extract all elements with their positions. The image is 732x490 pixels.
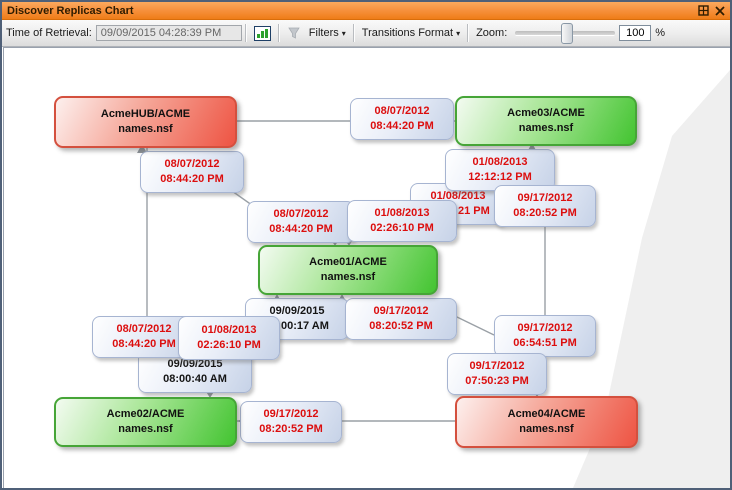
transition-timestamp: 08/07/2012 — [273, 208, 329, 220]
database-name: names.nsf — [118, 423, 173, 435]
database-name: names.nsf — [518, 122, 574, 134]
transition-timestamp: 02:26:10 PM — [197, 339, 261, 351]
transition-timestamp: 02:26:10 PM — [370, 222, 434, 234]
transition-timestamp: 08:44:20 PM — [370, 120, 434, 132]
transition-label[interactable]: 08/07/2012 08:44:20 PM — [350, 98, 454, 140]
background-swoosh — [573, 70, 730, 488]
filters-dropdown[interactable]: Filters ▾ — [305, 25, 350, 41]
chevron-down-icon: ▾ — [456, 28, 461, 38]
window-titlebar: Discover Replicas Chart — [2, 2, 730, 20]
transition-label[interactable]: 09/09/2015 08:00:17 AM — [245, 298, 349, 340]
transition-timestamp: 01/08/2013 — [374, 207, 430, 219]
transition-timestamp: 08:00:40 AM — [163, 373, 227, 385]
replica-node-Acme04[interactable]: Acme04/ACME names.nsf — [455, 396, 638, 448]
server-name: Acme04/ACME — [507, 408, 586, 420]
server-name: Acme02/ACME — [106, 408, 185, 420]
time-of-retrieval-label: Time of Retrieval: — [6, 27, 92, 39]
toolbar-divider — [352, 24, 355, 42]
transition-timestamp: 08/07/2012 — [374, 105, 430, 117]
transition-label[interactable]: 09/17/2012 07:50:23 PM — [447, 353, 547, 395]
transition-timestamp: 01/08/2013 — [201, 324, 257, 336]
filters-label: Filters — [308, 27, 339, 39]
transition-timestamp: 01/08/2013 — [472, 156, 528, 168]
filter-funnel-icon[interactable] — [283, 24, 305, 42]
database-name: names.nsf — [519, 423, 574, 435]
zoom-slider-thumb[interactable] — [561, 22, 574, 44]
replica-chart-canvas[interactable]: 08/07/2012 08:44:20 PM 08/07/2012 08:44:20 … — [3, 47, 730, 488]
window-title: Discover Replicas Chart — [7, 4, 134, 17]
transition-timestamp: 08:44:20 PM — [112, 338, 176, 350]
chart-icon[interactable] — [250, 24, 275, 43]
close-icon[interactable] — [713, 4, 727, 17]
replica-node-Acme02[interactable]: Acme02/ACME names.nsf — [54, 397, 237, 447]
transition-timestamp: 08:20:52 PM — [259, 423, 323, 435]
transition-label[interactable]: 09/17/2012 08:20:52 PM — [240, 401, 342, 443]
database-name: names.nsf — [118, 123, 173, 135]
server-name: AcmeHUB/ACME — [100, 108, 191, 120]
replica-node-AcmeHUB[interactable]: AcmeHUB/ACME names.nsf — [54, 96, 237, 148]
transition-timestamp: 09/17/2012 — [517, 322, 573, 334]
transition-timestamp: 12:12:12 PM — [468, 171, 532, 183]
toolbar-divider — [244, 24, 247, 42]
transition-timestamp: 08:20:52 PM — [369, 320, 433, 332]
transition-timestamp: 09/09/2015 — [167, 358, 223, 370]
transition-timestamp: 01/08/2013 — [430, 190, 486, 202]
transition-timestamp: 09/09/2015 — [269, 305, 325, 317]
transition-label[interactable]: 08/07/2012 08:44:20 PM — [247, 201, 355, 243]
transitions-format-label: Transitions Format — [361, 27, 454, 39]
zoom-label: Zoom: — [476, 27, 508, 39]
transition-label[interactable]: 09/17/2012 06:54:51 PM — [494, 315, 596, 357]
percent-label: % — [655, 27, 666, 39]
transition-timestamp: 09/17/2012 — [517, 192, 573, 204]
transition-timestamp: 08:20:52 PM — [513, 207, 577, 219]
toolbar-divider — [467, 24, 470, 42]
transition-timestamp: 08/07/2012 — [116, 323, 172, 335]
replica-node-Acme01[interactable]: Acme01/ACME names.nsf — [258, 245, 438, 295]
transition-timestamp: 08:00:17 AM — [265, 320, 329, 332]
chevron-down-icon: ▾ — [341, 28, 346, 38]
transition-label[interactable]: 01/08/2013 02:26:10 PM — [347, 200, 457, 242]
transitions-format-dropdown[interactable]: Transitions Format ▾ — [358, 25, 464, 41]
maximize-icon[interactable] — [696, 4, 710, 17]
transition-timestamp: 06:54:51 PM — [513, 337, 577, 349]
transition-label[interactable]: 01/08/2013 12:12:12 PM — [445, 149, 555, 191]
transition-timestamp: 07:50:23 PM — [465, 375, 529, 387]
transition-label[interactable]: 08/07/2012 08:44:20 PM — [140, 151, 244, 193]
zoom-percent-field[interactable] — [619, 25, 652, 41]
toolbar-divider — [277, 24, 280, 42]
time-of-retrieval-field[interactable] — [95, 25, 242, 41]
transition-label[interactable]: 09/17/2012 08:20:52 PM — [494, 185, 596, 227]
transition-timestamp: 09/17/2012 — [263, 408, 319, 420]
toolbar: Time of Retrieval: Filters ▾ Transitions… — [2, 20, 730, 47]
server-name: Acme03/ACME — [507, 107, 585, 119]
transition-label[interactable]: 09/17/2012 08:20:52 PM — [345, 298, 457, 340]
transition-timestamp: 08:44:20 PM — [160, 173, 224, 185]
server-name: Acme01/ACME — [309, 256, 387, 268]
transition-timestamp: 09/17/2012 — [469, 360, 525, 372]
transition-timestamp: 08/07/2012 — [164, 158, 220, 170]
transition-label[interactable]: 01/08/2013 02:26:10 PM — [178, 316, 280, 360]
zoom-slider[interactable] — [515, 22, 616, 44]
transition-timestamp: 09/17/2012 — [373, 305, 429, 317]
replica-node-Acme03[interactable]: Acme03/ACME names.nsf — [455, 96, 637, 146]
database-name: names.nsf — [320, 271, 376, 283]
transition-timestamp: 08:44:20 PM — [269, 223, 333, 235]
